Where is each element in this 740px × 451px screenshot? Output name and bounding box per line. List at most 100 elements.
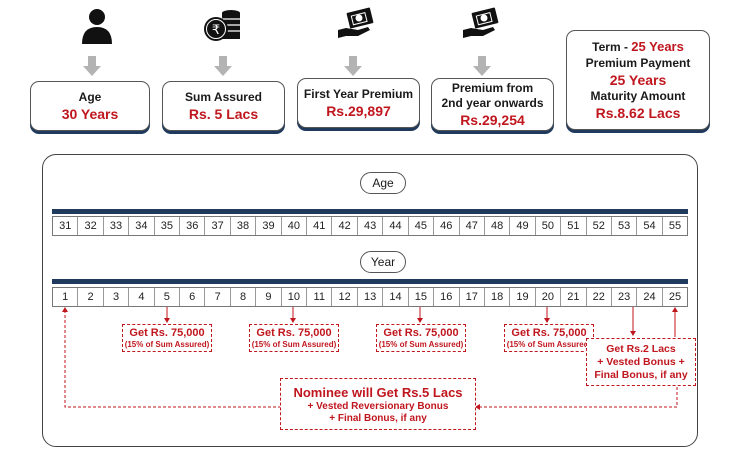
year-cell: 14 xyxy=(383,288,409,306)
payout-note: (15% of Sum Assured) xyxy=(124,339,210,349)
age-cell: 37 xyxy=(205,217,231,235)
age-cell: 50 xyxy=(536,217,562,235)
age-cell: 46 xyxy=(434,217,460,235)
age-cell: 42 xyxy=(332,217,358,235)
age-cell: 38 xyxy=(231,217,257,235)
year-bar xyxy=(52,279,688,284)
down-arrow-icon xyxy=(473,56,491,76)
age-cell: 41 xyxy=(307,217,333,235)
connector-nominee-left xyxy=(64,310,280,408)
year-cell: 9 xyxy=(256,288,282,306)
renewal-premium-label-1: Premium from xyxy=(451,80,534,95)
maturity-payout-line-1: Get Rs.2 Lacs xyxy=(606,342,676,355)
age-cell: 49 xyxy=(510,217,536,235)
term-value: 25 Years xyxy=(631,39,684,54)
year-cell: 22 xyxy=(587,288,612,306)
first-year-premium-card: First Year Premium Rs.29,897 xyxy=(297,78,420,128)
year-cell: 11 xyxy=(307,288,333,306)
maturity-payout: Get Rs.2 Lacs + Vested Bonus + Final Bon… xyxy=(586,338,696,386)
year-pill: Year xyxy=(360,251,406,273)
year-cell: 7 xyxy=(205,288,231,306)
year-cell: 20 xyxy=(536,288,562,306)
year-cell: 10 xyxy=(282,288,308,306)
renewal-premium-value: Rs.29,254 xyxy=(460,111,525,128)
sum-assured-label: Sum Assured xyxy=(185,89,262,104)
down-arrow-icon xyxy=(344,56,362,76)
nominee-line-1: Nominee will Get Rs.5 Lacs xyxy=(293,384,463,400)
payout-note: (15% of Sum Assured) xyxy=(506,339,592,349)
sum-assured-card: Sum Assured Rs. 5 Lacs xyxy=(162,81,285,131)
age-cell: 39 xyxy=(256,217,282,235)
maturity-payout-line-3: Final Bonus, if any xyxy=(594,368,688,381)
cash-hand-icon xyxy=(463,7,499,38)
age-cell: 34 xyxy=(129,217,155,235)
first-year-premium-label: First Year Premium xyxy=(303,86,414,101)
age-pill: Age xyxy=(360,172,406,194)
cash-hand-icon xyxy=(338,7,374,38)
nominee-line-3: + Final Bonus, if any xyxy=(329,412,427,424)
maturity-amount-label: Maturity Amount xyxy=(590,89,686,103)
age-cell: 36 xyxy=(180,217,206,235)
year-cell: 3 xyxy=(104,288,130,306)
year-cell: 24 xyxy=(637,288,663,306)
nominee-benefit: Nominee will Get Rs.5 Lacs + Vested Reve… xyxy=(280,378,476,430)
age-bar xyxy=(52,209,688,214)
age-cell: 35 xyxy=(155,217,181,235)
year-cell: 18 xyxy=(485,288,511,306)
age-cell: 53 xyxy=(612,217,638,235)
year-cell: 8 xyxy=(231,288,257,306)
connector-nominee-right xyxy=(480,387,678,408)
age-cell: 47 xyxy=(460,217,485,235)
payout-amount: Get Rs. 75,000 xyxy=(511,326,587,339)
year-cell: 4 xyxy=(129,288,155,306)
year-cell: 13 xyxy=(358,288,384,306)
year-cell: 23 xyxy=(612,288,638,306)
payout-amount: Get Rs. 75,000 xyxy=(383,326,459,339)
age-card-label: Age xyxy=(78,89,102,104)
age-cell: 31 xyxy=(53,217,79,235)
year-cell: 16 xyxy=(434,288,460,306)
term-line: Term - 25 Years xyxy=(592,38,684,56)
first-year-premium-value: Rs.29,897 xyxy=(326,102,391,119)
age-cell: 40 xyxy=(282,217,308,235)
year-cell: 6 xyxy=(180,288,206,306)
year-cell: 15 xyxy=(409,288,435,306)
term-card: Term - 25 Years Premium Payment 25 Years… xyxy=(566,30,710,130)
maturity-payout-line-2: + Vested Bonus + xyxy=(597,355,685,368)
coins-icon: ₹ xyxy=(204,10,240,41)
year-cell: 1 xyxy=(53,288,79,306)
svg-text:₹: ₹ xyxy=(212,23,220,38)
age-cell: 51 xyxy=(561,217,587,235)
age-card: Age 30 Years xyxy=(30,81,150,131)
payout-year-10: Get Rs. 75,000 (15% of Sum Assured) xyxy=(249,324,339,352)
age-cell: 48 xyxy=(485,217,511,235)
payout-year-20: Get Rs. 75,000 (15% of Sum Assured) xyxy=(504,324,594,352)
year-cell: 2 xyxy=(78,288,104,306)
renewal-premium-card: Premium from 2nd year onwards Rs.29,254 xyxy=(431,78,554,131)
age-card-value: 30 Years xyxy=(61,105,119,122)
age-cell: 32 xyxy=(78,217,104,235)
down-arrow-icon xyxy=(214,56,232,76)
age-cell: 43 xyxy=(358,217,384,235)
age-cell: 33 xyxy=(104,217,130,235)
nominee-line-2: + Vested Reversionary Bonus xyxy=(307,400,449,412)
sum-assured-value: Rs. 5 Lacs xyxy=(188,105,259,122)
payout-year-5: Get Rs. 75,000 (15% of Sum Assured) xyxy=(122,324,212,352)
year-cell: 12 xyxy=(332,288,358,306)
year-cell: 5 xyxy=(155,288,181,306)
renewal-premium-label-2: 2nd year onwards xyxy=(441,95,544,110)
maturity-amount-value: Rs.8.62 Lacs xyxy=(595,105,681,121)
payout-note: (15% of Sum Assured) xyxy=(378,339,464,349)
premium-payment-value: 25 Years xyxy=(609,72,667,88)
age-cell: 55 xyxy=(668,220,682,232)
year-cell: 25 xyxy=(668,291,682,303)
payout-note: (15% of Sum Assured) xyxy=(251,339,337,349)
person-icon xyxy=(82,9,112,44)
age-cell: 45 xyxy=(409,217,435,235)
year-cell: 17 xyxy=(460,288,485,306)
premium-payment-label: Premium Payment xyxy=(585,56,691,70)
age-cell: 52 xyxy=(587,217,612,235)
down-arrow-icon xyxy=(83,56,101,76)
